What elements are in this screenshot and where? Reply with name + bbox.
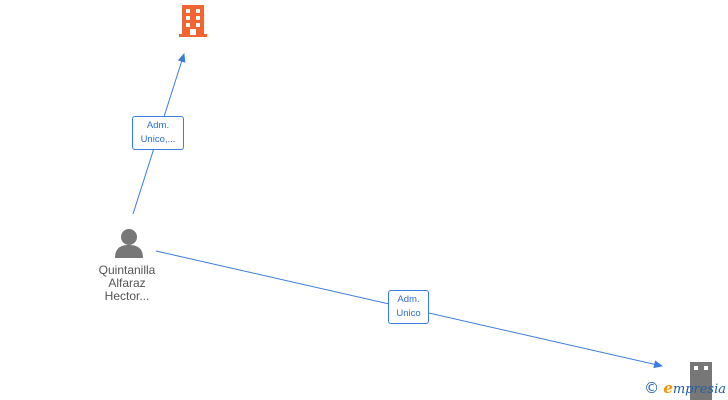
brand-name: mpresia — [672, 382, 726, 397]
edge-label-line: Unico,... — [140, 134, 176, 145]
brand-initial: e — [663, 379, 673, 397]
person-name-label[interactable]: Quintanilla Alfaraz Hector... — [77, 264, 177, 303]
person-name-line: Hector... — [104, 289, 150, 303]
copyright-symbol: © — [644, 379, 660, 397]
building-icon[interactable] — [690, 362, 712, 400]
edge-label-line: Adm. — [397, 294, 420, 305]
person-name-line: Alfaraz — [108, 276, 146, 290]
edge-label-line: Unico — [396, 308, 421, 319]
building-icon[interactable] — [179, 5, 207, 37]
person-icon[interactable] — [115, 229, 143, 258]
empresia-watermark: © empresia — [644, 379, 726, 397]
edge-label-top[interactable]: Adm. Unico,... — [132, 116, 184, 150]
edge-label-bottom[interactable]: Adm. Unico — [388, 290, 429, 324]
person-name-line: Quintanilla — [98, 263, 156, 277]
edge-label-line: Adm. — [146, 120, 170, 131]
